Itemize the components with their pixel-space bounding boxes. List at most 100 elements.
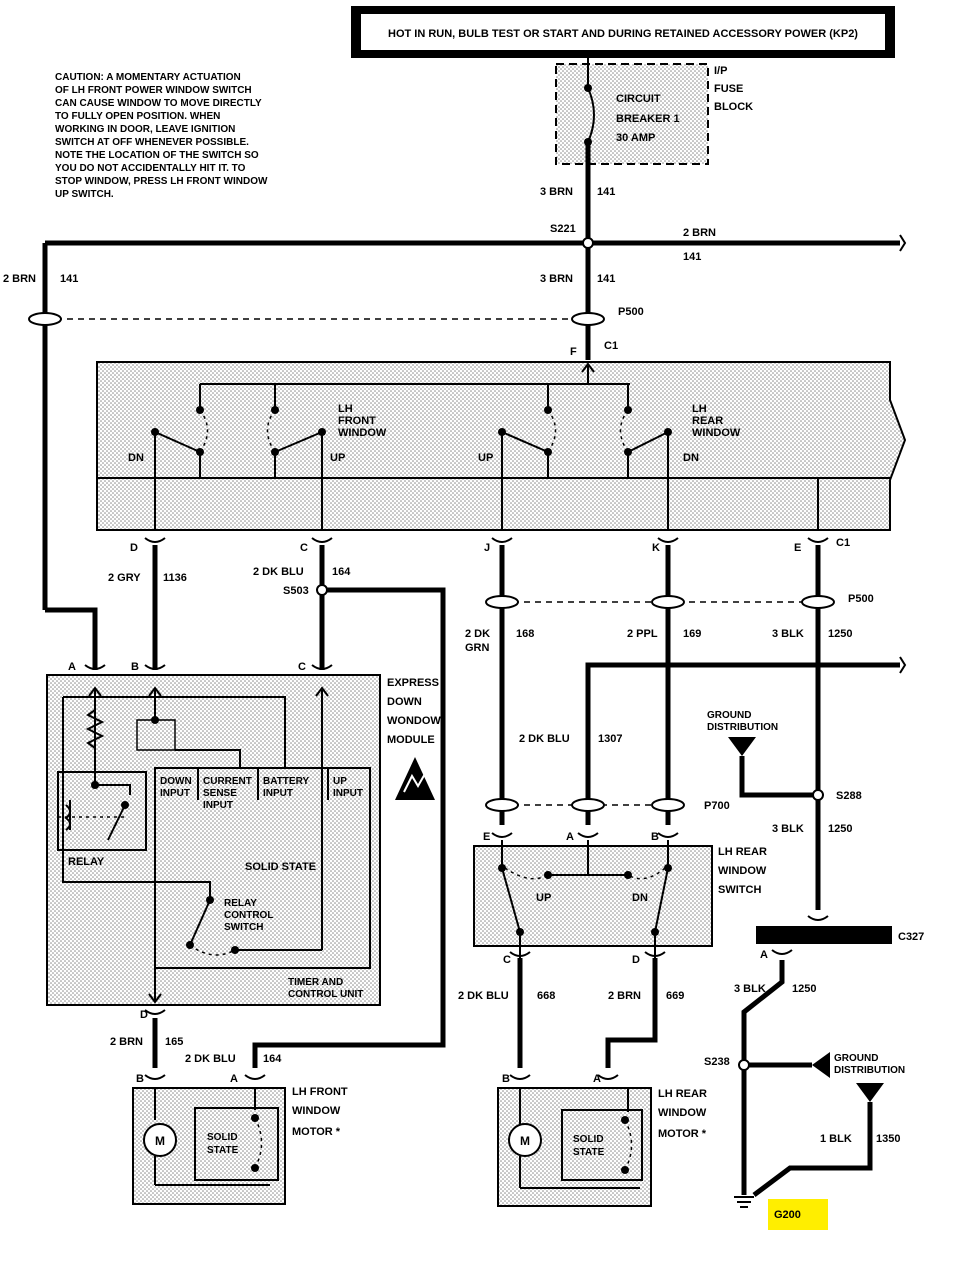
pin-label: A [68, 661, 76, 673]
motor-icon: M [155, 1134, 165, 1148]
wire-label: 3 BLK [772, 823, 804, 835]
ground-label: GROUND [834, 1053, 878, 1064]
wire-label: 2 DK BLU [458, 990, 509, 1002]
caution-line: CAUTION: A MOMENTARY ACTUATION [55, 72, 241, 83]
module-label: SOLID STATE [245, 861, 316, 873]
switch-label: LH [692, 403, 707, 415]
connector-c327: C327 A 3 BLK 1250 [734, 915, 924, 1195]
ground-g200-highlight [768, 1199, 828, 1230]
fuse-block-label: FUSE [714, 83, 743, 95]
wire-label: 164 [332, 566, 351, 578]
switch-label: DN [128, 452, 144, 464]
pin-label: B [136, 1073, 144, 1085]
splice-s238 [738, 1059, 750, 1071]
component-label: SWITCH [718, 884, 761, 896]
ground-label: DISTRIBUTION [707, 722, 778, 733]
master-switch: F C1 DN UP UP DN LH FRONT WINDOW LH REAR [96, 340, 907, 531]
component-label: SOLID [573, 1134, 604, 1145]
lh-front-window-motor: B A M SOLID STATE LH FRONT WINDOW MOTOR … [132, 1073, 348, 1205]
connector-p500-lower: P500 [485, 593, 874, 609]
pin-label: F [570, 346, 577, 358]
switch-label: UP [330, 452, 345, 464]
pin-label: B [651, 831, 659, 843]
breaker-label: BREAKER 1 [616, 113, 680, 125]
pin-label: D [632, 954, 640, 966]
pin-label: C [300, 542, 308, 554]
connector-label: P700 [704, 800, 730, 812]
wire-label: 2 BRN [608, 990, 641, 1002]
caution-line: SWITCH AT OFF WHENEVER POSSIBLE. [55, 137, 249, 148]
ground-g200: G200 [774, 1209, 801, 1221]
module-label: RELAY [68, 856, 105, 868]
caution-note: CAUTION: A MOMENTARY ACTUATION OF LH FRO… [55, 72, 268, 200]
module-label: MODULE [387, 734, 435, 746]
ground-label: DISTRIBUTION [834, 1065, 905, 1076]
component-label: MOTOR * [658, 1128, 707, 1140]
wire-label: 1307 [598, 733, 622, 745]
wire-label: 164 [263, 1053, 282, 1065]
caution-line: TO FULLY OPEN POSITION. WHEN [55, 111, 220, 122]
pin-label: E [483, 831, 490, 843]
switch-label: WINDOW [692, 427, 741, 439]
wire-label: 3 BLK [734, 983, 766, 995]
fuse-block: CIRCUIT BREAKER 1 30 AMP I/P FUSE BLOCK [555, 58, 753, 165]
express-down-window-module: A B C RELAY DOWN INPUT CURRENT SENSE INP… [46, 661, 441, 1006]
connector-label: C327 [898, 931, 924, 943]
pin-label: D [130, 542, 138, 554]
wire-label: 1136 [163, 572, 187, 584]
module-label: SWITCH [224, 922, 263, 933]
component-label: STATE [573, 1147, 605, 1158]
wire-label: 168 [516, 628, 534, 640]
module-label: BATTERY [263, 776, 309, 787]
pin-label: C [298, 661, 306, 673]
wire-label: 141 [597, 186, 615, 198]
wire-label: 3 BRN [540, 273, 573, 285]
caution-line: WORKING IN DOOR, LEAVE IGNITION [55, 124, 235, 135]
pin-label: A [566, 831, 574, 843]
caution-line: STOP WINDOW, PRESS LH FRONT WINDOW [55, 176, 268, 187]
splice-s288 [812, 789, 824, 801]
component-label: LH REAR [718, 846, 767, 858]
caution-line: UP SWITCH. [55, 189, 114, 200]
wire-label: 1250 [828, 628, 852, 640]
component-label: LH REAR [658, 1088, 707, 1100]
module-label: INPUT [263, 788, 293, 799]
wire-669 [605, 958, 658, 1068]
component-label: SOLID [207, 1132, 238, 1143]
wire-1307 [585, 662, 900, 825]
splice-label: S221 [550, 223, 576, 235]
ground-label: GROUND [707, 710, 751, 721]
splice-label: S288 [836, 790, 862, 802]
switch-label: UP [536, 892, 551, 904]
connector-p500-upper: P500 [28, 306, 644, 326]
module-label: RELAY [224, 898, 257, 909]
switch-label: DN [632, 892, 648, 904]
title-banner: HOT IN RUN, BULB TEST OR START AND DURIN… [351, 6, 895, 58]
wire-label: 2 BRN [110, 1036, 143, 1048]
title-text: HOT IN RUN, BULB TEST OR START AND DURIN… [388, 28, 858, 40]
wire-label: 2 GRY [108, 572, 141, 584]
lh-rear-window-switch: E A B UP DN LH REAR WINDOW SWITCH C D [473, 831, 767, 966]
connector-p700: P700 [485, 798, 730, 812]
switch-label: FRONT [338, 415, 376, 427]
switch-label: LH [338, 403, 353, 415]
connector-label: P500 [848, 593, 874, 605]
caution-line: YOU DO NOT ACCIDENTALLY HIT IT. TO [55, 163, 246, 174]
connector-label: C1 [604, 340, 618, 352]
switch-label: WINDOW [338, 427, 387, 439]
connector-label: P500 [618, 306, 644, 318]
wire-label: 3 BRN [540, 186, 573, 198]
wire-label: 141 [60, 273, 78, 285]
fuse-block-label: I/P [714, 65, 727, 77]
wire-label: 169 [683, 628, 701, 640]
wire-label: 668 [537, 990, 555, 1002]
pin-label: D [140, 1009, 148, 1021]
switch-label: REAR [692, 415, 723, 427]
pin-label: A [593, 1073, 601, 1085]
esd-warning-icon [395, 757, 435, 800]
component-label: MOTOR * [292, 1126, 341, 1138]
splice-label: S238 [704, 1056, 730, 1068]
wire-label: 2 PPL [627, 628, 658, 640]
wire-164-branch [252, 587, 446, 1068]
module-label: UP [333, 776, 347, 787]
